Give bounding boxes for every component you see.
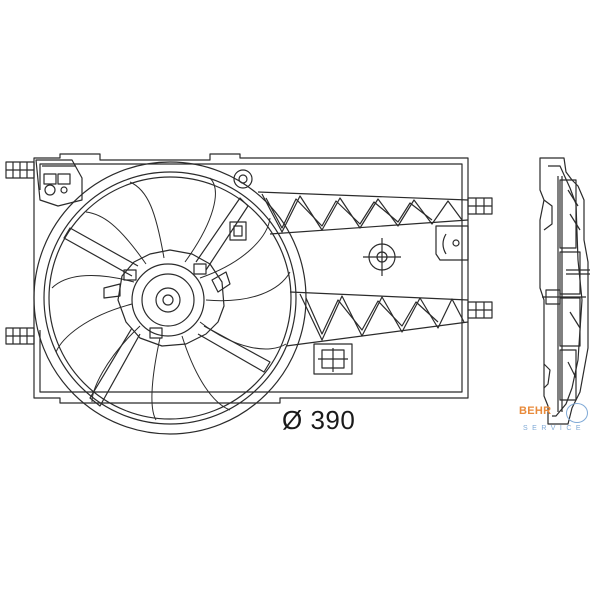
fan-ring <box>33 161 307 435</box>
lower-square-mount <box>313 343 353 375</box>
side-view <box>539 157 590 425</box>
right-clip <box>435 225 469 261</box>
lower-truss <box>285 291 469 347</box>
watermark-brand: BEHR <box>519 405 552 417</box>
ring-side-clip <box>229 221 247 241</box>
motor-hub <box>103 249 231 347</box>
center-mount-boss <box>363 238 401 276</box>
shroud-frame <box>33 153 469 404</box>
fan-struts <box>63 197 271 407</box>
left-mount-tab-lower <box>5 327 35 345</box>
electrical-connector <box>35 159 83 207</box>
right-mount-tab-upper <box>467 197 493 215</box>
upper-truss <box>257 191 469 235</box>
fan-blades <box>51 177 291 421</box>
left-mount-tab-upper <box>5 161 35 179</box>
watermark-sub: SERVICE <box>523 425 586 432</box>
right-mount-tab-lower <box>467 301 493 319</box>
diameter-label: Ø 390 <box>282 405 356 435</box>
ring-top-mount <box>233 169 253 189</box>
watermark-badge-icon <box>566 403 588 423</box>
